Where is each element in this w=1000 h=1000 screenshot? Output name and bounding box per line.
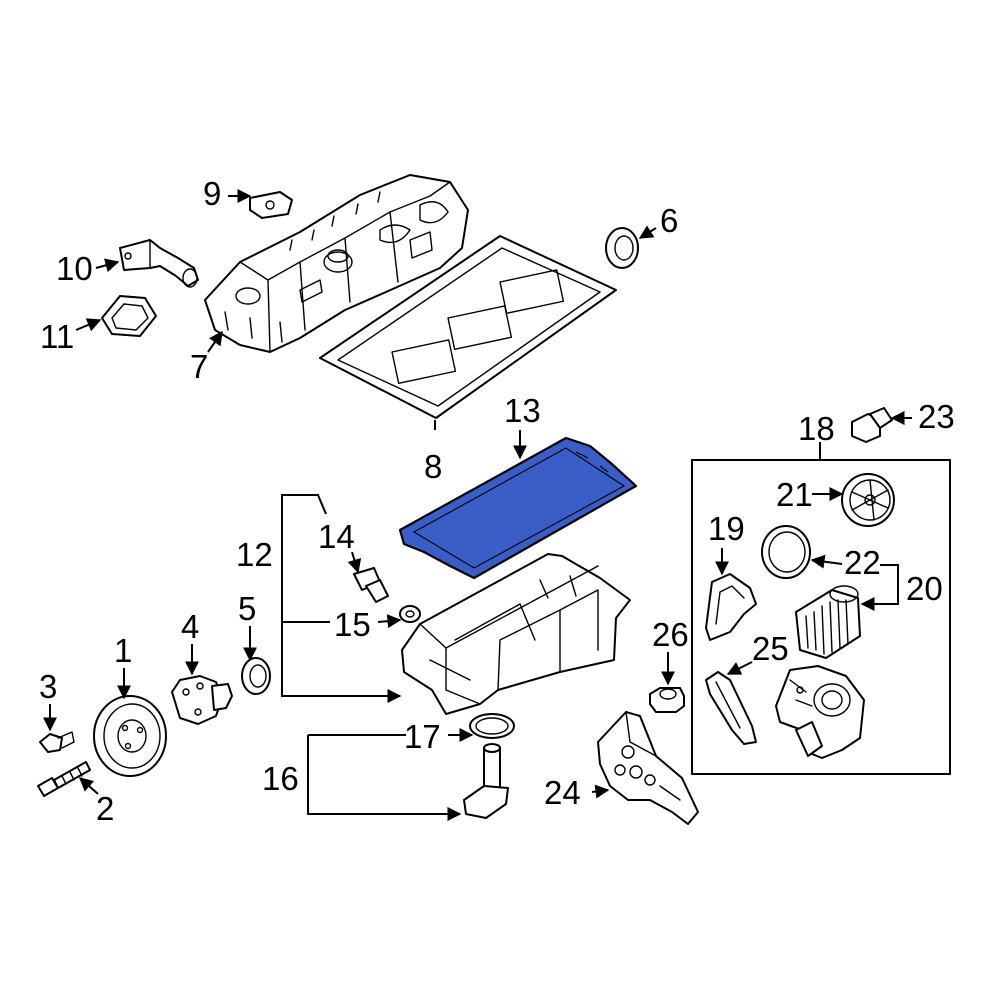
part-23-sensor[interactable] xyxy=(851,407,893,443)
part-6-seal[interactable] xyxy=(605,227,639,269)
callout-9: 9 xyxy=(203,175,221,212)
bracket-lines xyxy=(281,420,899,821)
callout-4: 4 xyxy=(181,608,199,645)
callout-26: 26 xyxy=(652,616,689,653)
callout-11: 11 xyxy=(40,318,74,355)
part-12-oil-pan[interactable] xyxy=(401,553,631,715)
callout-7: 7 xyxy=(190,348,208,385)
callout-25: 25 xyxy=(752,630,789,667)
part-14-drain-plug[interactable] xyxy=(353,567,389,603)
callout-21: 21 xyxy=(776,476,813,513)
part-3-bolt[interactable] xyxy=(39,731,75,753)
part-26-plug[interactable] xyxy=(649,687,685,713)
callout-19: 19 xyxy=(708,510,745,547)
callout-23: 23 xyxy=(918,398,955,435)
part-1-pulley[interactable] xyxy=(93,695,167,777)
part-9-gasket[interactable] xyxy=(249,191,293,219)
part-8-valve-cover-gasket[interactable] xyxy=(319,235,617,419)
part-2-long-bolt[interactable] xyxy=(37,761,91,797)
part-24-oil-filter-housing[interactable] xyxy=(597,711,699,825)
part-15-washer[interactable] xyxy=(399,605,421,623)
part-5-seal[interactable] xyxy=(241,657,271,695)
part-oil-pump-assembly[interactable] xyxy=(775,665,865,759)
callout-3: 3 xyxy=(39,668,57,705)
callout-13: 13 xyxy=(504,392,541,429)
part-4-hub[interactable] xyxy=(171,675,233,725)
callout-1: 1 xyxy=(114,632,132,669)
callout-18: 18 xyxy=(798,410,835,447)
callout-17: 17 xyxy=(404,718,441,755)
callout-2: 2 xyxy=(96,790,114,827)
part-10-hose[interactable] xyxy=(119,239,199,288)
callout-14: 14 xyxy=(318,518,355,555)
part-21-filter-cap[interactable] xyxy=(841,473,895,527)
callout-5: 5 xyxy=(238,590,256,627)
callout-16: 16 xyxy=(262,760,299,797)
leader-arrows xyxy=(43,189,912,799)
callout-24: 24 xyxy=(544,774,581,811)
part-22-o-ring[interactable] xyxy=(761,525,811,579)
callout-8: 8 xyxy=(424,448,442,485)
callout-6: 6 xyxy=(660,202,678,239)
part-16-dipstick-sensor[interactable] xyxy=(463,743,509,819)
part-25-belt[interactable] xyxy=(705,671,757,745)
callout-20: 20 xyxy=(906,570,943,607)
callout-10: 10 xyxy=(56,250,93,287)
callout-15: 15 xyxy=(334,606,371,643)
part-17-o-ring[interactable] xyxy=(469,713,515,739)
callout-labels: 9 10 11 7 6 8 13 12 14 15 5 4 1 3 2 16 1… xyxy=(39,175,955,827)
callout-12: 12 xyxy=(236,536,273,573)
part-20-filter-element[interactable] xyxy=(795,585,861,659)
part-19-gasket[interactable] xyxy=(705,573,757,641)
part-11-cap[interactable] xyxy=(101,295,157,337)
part-7-valve-cover[interactable] xyxy=(204,174,469,353)
part-13-oil-pan-gasket[interactable] xyxy=(398,436,638,580)
callout-22: 22 xyxy=(844,544,881,581)
